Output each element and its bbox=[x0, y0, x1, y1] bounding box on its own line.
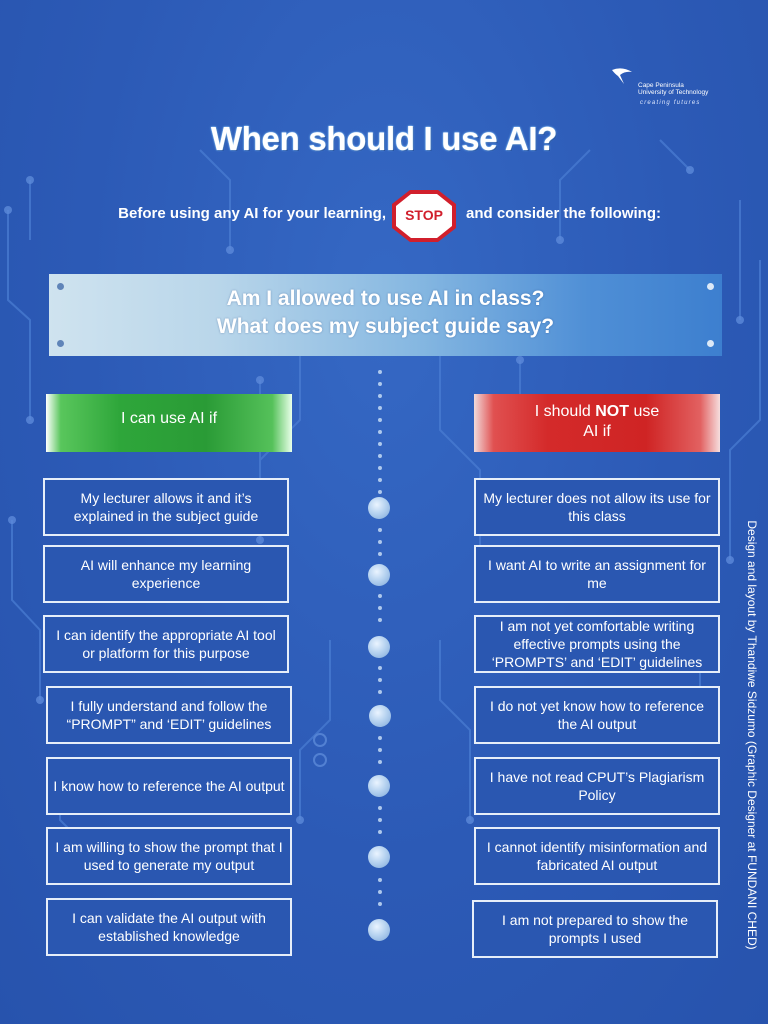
cput-logo: Cape Peninsula University of Technology … bbox=[610, 66, 730, 110]
logo-line-2: University of Technology bbox=[638, 89, 709, 96]
question-line-2: What does my subject guide say? bbox=[216, 315, 555, 338]
logo-line-1: Cape Peninsula bbox=[638, 82, 684, 89]
can-use-item: I fully understand and follow the “PROMP… bbox=[46, 686, 292, 744]
should-not-heading-line-2: AI if bbox=[583, 423, 611, 440]
should-not-use-item: I do not yet know how to reference the A… bbox=[474, 686, 720, 744]
question-banner: Am I allowed to use AI in class? What do… bbox=[49, 274, 722, 356]
timeline-dot bbox=[368, 497, 390, 519]
page-title: When should I use AI? bbox=[210, 120, 558, 157]
should-not-heading-post: use bbox=[629, 403, 660, 420]
should-not-heading-bold: NOT bbox=[595, 403, 629, 420]
timeline-dot bbox=[368, 636, 390, 658]
rivet-icon bbox=[707, 340, 714, 347]
should-not-use-item: I cannot identify misinformation and fab… bbox=[474, 827, 720, 885]
can-use-item: I can identify the appropriate AI tool o… bbox=[43, 615, 289, 673]
intro-text-before: Before using any AI for your learning, bbox=[118, 205, 386, 222]
should-not-use-item: I am not prepared to show the prompts I … bbox=[472, 900, 718, 958]
can-use-item: I know how to reference the AI output bbox=[46, 757, 292, 815]
rivet-icon bbox=[707, 283, 714, 290]
timeline-dot bbox=[368, 564, 390, 586]
can-use-heading: I can use AI if bbox=[46, 394, 292, 452]
designer-credit: Design and layout by Thandiwe Sidzumo (G… bbox=[745, 520, 759, 950]
timeline-dot bbox=[368, 846, 390, 868]
timeline-dot bbox=[368, 919, 390, 941]
should-not-use-item: I have not read CPUT’s Plagiarism Policy bbox=[474, 757, 720, 815]
can-use-item: I can validate the AI output with establ… bbox=[46, 898, 292, 956]
should-not-use-item: My lecturer does not allow its use for t… bbox=[474, 478, 720, 536]
rivet-icon bbox=[57, 283, 64, 290]
stop-octagon-icon bbox=[392, 190, 456, 242]
should-not-heading-pre: I should bbox=[534, 403, 596, 420]
can-use-item: AI will enhance my learning experience bbox=[43, 545, 289, 603]
stop-sign: STOP bbox=[391, 189, 457, 243]
timeline-dot bbox=[369, 705, 391, 727]
should-not-use-item: I am not yet comfortable writing effecti… bbox=[474, 615, 720, 673]
cput-logo-icon bbox=[612, 68, 632, 84]
question-line-1: Am I allowed to use AI in class? bbox=[226, 287, 545, 310]
should-not-use-heading: I should NOT use AI if bbox=[474, 394, 720, 452]
logo-tagline: creating futures bbox=[640, 100, 701, 106]
can-use-heading-label: I can use AI if bbox=[120, 410, 218, 427]
can-use-item: My lecturer allows it and it’s explained… bbox=[43, 478, 289, 536]
rivet-icon bbox=[57, 340, 64, 347]
stop-label: STOP bbox=[405, 207, 443, 223]
can-use-item: I am willing to show the prompt that I u… bbox=[46, 827, 292, 885]
intro-text-after: and consider the following: bbox=[466, 205, 661, 222]
should-not-use-item: I want AI to write an assignment for me bbox=[474, 545, 720, 603]
timeline-dot bbox=[368, 775, 390, 797]
